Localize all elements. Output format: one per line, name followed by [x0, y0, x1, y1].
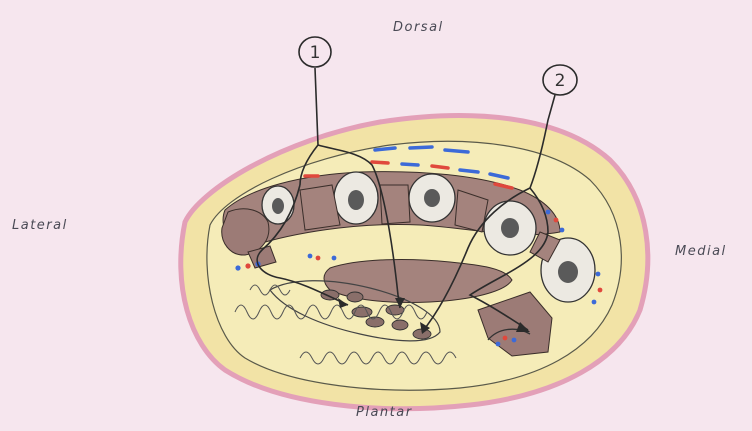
callout-2-label: 2 — [555, 71, 566, 91]
metatarsal-3 — [409, 174, 455, 222]
label-lateral: Lateral — [12, 218, 68, 233]
metatarsal-4 — [334, 172, 378, 224]
label-plantar: Plantar — [356, 405, 413, 420]
metatarsal-2 — [484, 201, 536, 255]
callout-2-marker: 2 — [543, 65, 577, 95]
metatarsal-5 — [262, 186, 294, 224]
callout-1-label: 1 — [310, 43, 321, 63]
label-dorsal: Dorsal — [393, 20, 444, 35]
callout-1-marker: 1 — [299, 37, 331, 67]
label-medial: Medial — [675, 244, 727, 259]
